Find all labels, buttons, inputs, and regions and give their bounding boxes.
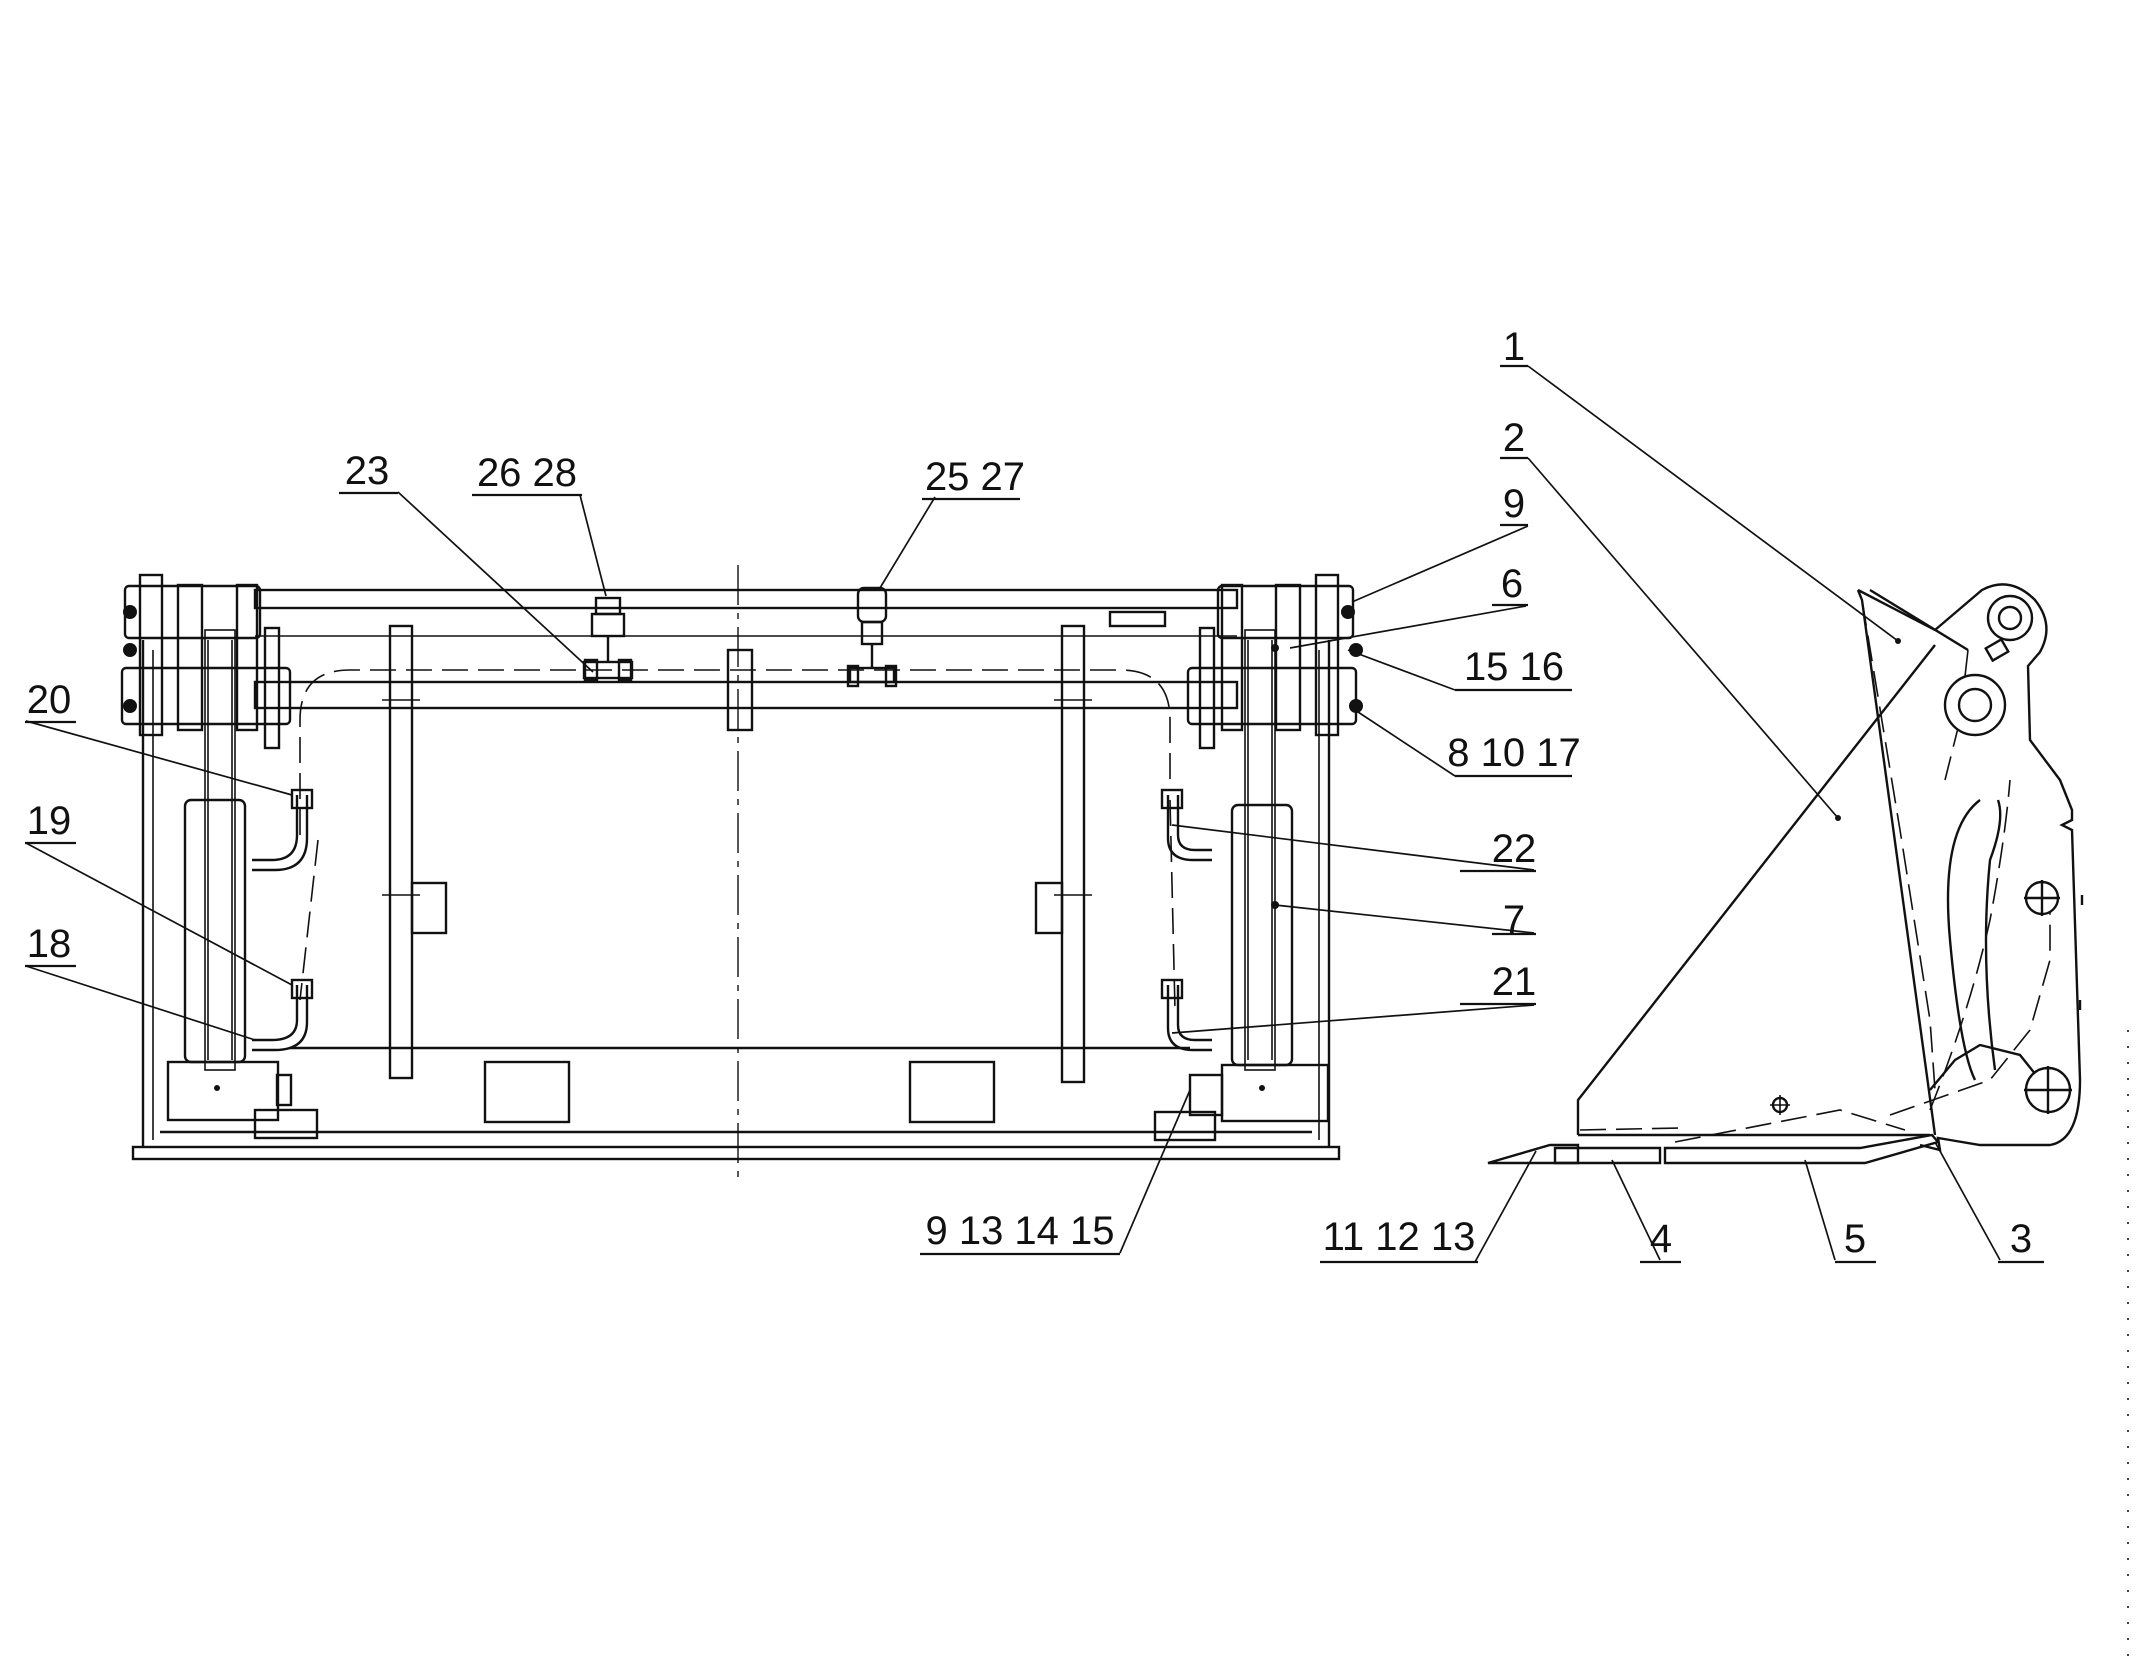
pivot-pin-top [1986, 594, 2034, 642]
lock-bolt [1984, 637, 2010, 663]
top-tube [253, 588, 1239, 610]
base-plate [131, 1145, 1341, 1161]
callout-9-13-14-15: 9 13 14 15 [925, 1209, 1114, 1253]
callout-26-28: 26 28 [477, 451, 577, 495]
nameplate [1108, 610, 1167, 628]
pin-hole-upper [2024, 880, 2060, 916]
right-pivot-bracket [1153, 573, 1363, 1142]
valve-right [846, 586, 898, 688]
callout-6: 6 [1501, 562, 1523, 606]
callout-11-12-13: 11 12 13 [1323, 1215, 1476, 1259]
cutting-edge-tip [1487, 1143, 1580, 1165]
pivot-pin-mid [1943, 673, 2007, 737]
pin-hole-lower [2024, 1066, 2072, 1114]
callout-2: 2 [1503, 416, 1525, 460]
callout-20: 20 [27, 678, 72, 722]
callouts: 1 2 3 4 5 6 7 8 10 17 9 9 13 14 15 11 12… [25, 325, 2044, 1264]
floor-plate-4 [1553, 1146, 1662, 1165]
callout-1: 1 [1503, 325, 1525, 369]
callout-18: 18 [27, 922, 72, 966]
callout-3: 3 [2010, 1217, 2032, 1261]
front-view [120, 565, 1363, 1185]
right-arm [1060, 624, 1086, 1084]
hydraulic-line-upper [299, 669, 1171, 835]
valve-left [582, 596, 634, 682]
callout-15-16: 15 16 [1464, 645, 1564, 689]
left-arm [388, 624, 414, 1080]
bucket-side-plate [1857, 583, 2082, 1152]
side-hose [1946, 799, 1981, 1081]
callout-5: 5 [1844, 1217, 1866, 1261]
callout-8-10-17: 8 10 17 [1447, 731, 1580, 775]
callout-7: 7 [1503, 898, 1525, 942]
side-view [1487, 583, 2084, 1165]
left-cylinder [183, 798, 247, 1064]
callout-9: 9 [1503, 482, 1525, 526]
left-pivot-bracket [120, 573, 319, 1140]
bucket-back-edge [1576, 644, 1936, 1135]
center-block [726, 648, 754, 732]
callout-19: 19 [27, 799, 72, 843]
floor-plate-5 [1663, 1133, 1941, 1165]
callout-4: 4 [1650, 1217, 1672, 1261]
callout-21: 21 [1492, 960, 1537, 1004]
drain-hole [1770, 1095, 1790, 1115]
callout-25-27: 25 27 [925, 455, 1025, 499]
callout-22: 22 [1492, 827, 1537, 871]
callout-23: 23 [345, 449, 390, 493]
